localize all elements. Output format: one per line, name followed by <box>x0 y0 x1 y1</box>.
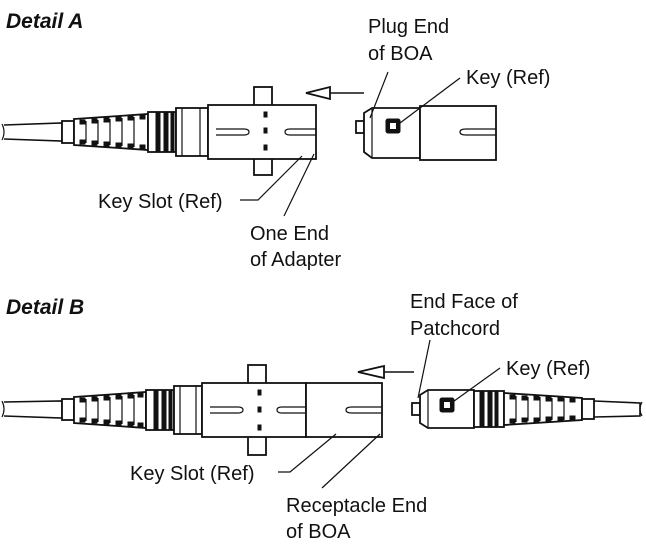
detail-a-adapter <box>207 86 317 176</box>
detail-b-receptacle-label-2: of BOA <box>286 521 351 543</box>
detail-b-key-label: Key (Ref) <box>506 358 590 380</box>
detail-b-key-leader <box>449 367 501 405</box>
detail-a-one-end-label-2: of Adapter <box>250 249 342 271</box>
detail-b-end-face-leader <box>417 339 431 399</box>
detail-b-end-face-label-1: End Face of <box>410 291 518 313</box>
detail-a-key-leader <box>395 77 461 127</box>
detail-a-plug-end-label-2: of BOA <box>368 43 433 65</box>
detail-b-key-slot-label: Key Slot (Ref) <box>130 463 254 485</box>
detail-b-receptacle-leader <box>321 433 381 489</box>
detail-b-patchcord <box>411 389 643 429</box>
detail-a-strain-relief-boot <box>73 113 149 151</box>
detail-a-key-slot-label: Key Slot (Ref) <box>98 191 222 213</box>
detail-a-plug-end-of-boa <box>355 105 497 161</box>
detail-a-one-end-label-1: One End <box>250 223 329 245</box>
detail-b-receptacle-label-1: Receptacle End <box>286 495 427 517</box>
detail-b-left-strain-relief-boot <box>73 391 147 429</box>
detail-a-cable <box>1 120 75 144</box>
detail-b-end-face-label-2: Patchcord <box>410 318 500 340</box>
detail-b: Detail B <box>1 291 643 543</box>
detail-a: Detail A <box>1 10 550 271</box>
detail-b-title: Detail B <box>6 296 84 319</box>
detail-b-key-slot-leader <box>278 433 337 473</box>
detail-a-plug-end-label-1: Plug End <box>368 16 449 38</box>
detail-b-adapter <box>201 364 307 456</box>
detail-a-title: Detail A <box>6 10 83 33</box>
detail-a-key-slot-leader <box>240 155 303 201</box>
detail-b-insertion-arrow <box>357 364 414 380</box>
detail-a-plug-end-leader <box>369 71 389 119</box>
detail-a-one-end-leader <box>283 153 315 217</box>
detail-a-key-label: Key (Ref) <box>466 67 550 89</box>
detail-b-left-crimp-ring <box>145 385 203 435</box>
detail-b-receptacle-end-of-boa <box>305 382 383 438</box>
detail-a-insertion-arrow <box>305 85 364 101</box>
detail-b-left-cable <box>1 398 75 421</box>
detail-a-crimp-ring <box>147 107 209 157</box>
